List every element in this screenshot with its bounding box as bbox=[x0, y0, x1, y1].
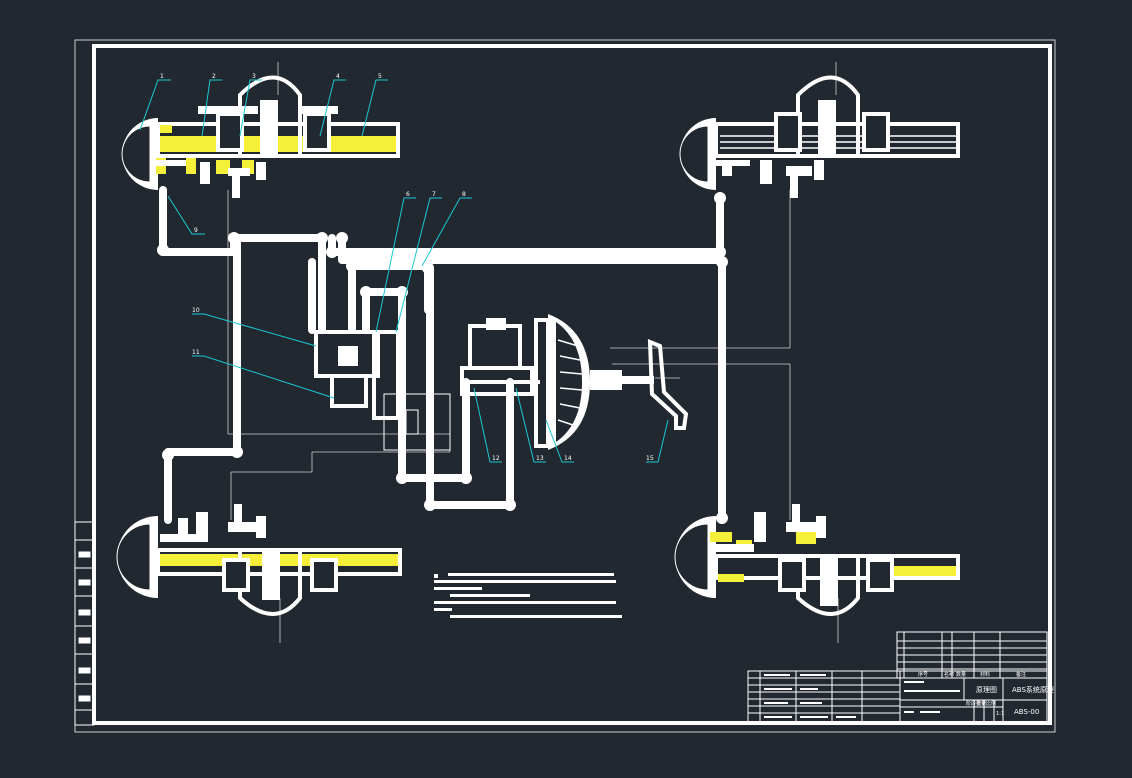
drawing-title: 原理图 bbox=[976, 686, 997, 694]
scale-row: 阶段标记 重量 比例 1:1 bbox=[966, 700, 1004, 717]
callout-2: 2 bbox=[212, 73, 216, 80]
callout-4: 4 bbox=[336, 73, 340, 80]
title-block-fills bbox=[764, 674, 960, 718]
wheel-assembly-front-right bbox=[679, 75, 960, 198]
project-name: ABS系统原理 bbox=[1012, 685, 1054, 694]
legend-col-4: 材料 bbox=[980, 671, 990, 678]
drawing-number: ABS-00 bbox=[1014, 708, 1039, 716]
callout-12: 12 bbox=[492, 455, 500, 462]
scale-label: 比例 bbox=[986, 700, 996, 707]
left-margin-strip bbox=[74, 521, 95, 726]
callout-13: 13 bbox=[536, 455, 544, 462]
callout-7: 7 bbox=[432, 191, 436, 198]
technical-notes bbox=[434, 573, 622, 618]
callout-15: 15 bbox=[646, 455, 654, 462]
brake-pedal bbox=[647, 338, 689, 430]
wheel-assembly-front-left bbox=[121, 75, 400, 198]
sensor-lines bbox=[383, 393, 451, 451]
callout-8: 8 bbox=[462, 191, 466, 198]
callout-9: 9 bbox=[194, 227, 198, 234]
outer-sheet-frame bbox=[74, 39, 1056, 733]
legend-col-1: 序号 bbox=[918, 671, 928, 678]
weight-label: 重量 bbox=[976, 700, 986, 707]
callout-11: 11 bbox=[192, 349, 200, 356]
legend-col-2: 名称 bbox=[944, 671, 954, 678]
vacuum-booster bbox=[534, 314, 654, 450]
parts-list-header: 序号 名称 数量 材料 备注 bbox=[918, 671, 1026, 678]
callout-14: 14 bbox=[564, 455, 572, 462]
callout-1: 1 bbox=[160, 73, 164, 80]
callout-3: 3 bbox=[252, 73, 256, 80]
brake-pipes bbox=[159, 186, 726, 524]
callout-5: 5 bbox=[378, 73, 382, 80]
inner-sheet-frame bbox=[92, 44, 1052, 725]
scale-value: 1:1 bbox=[996, 711, 1004, 717]
wheel-assembly-rear-left bbox=[116, 504, 402, 616]
callout-labels: 1 2 3 4 5 6 7 8 9 10 11 12 13 14 15 bbox=[160, 73, 654, 462]
wheel-assembly-rear-right bbox=[674, 504, 960, 616]
stage-mark-label: 阶段标记 bbox=[966, 700, 986, 707]
legend-col-3: 数量 bbox=[956, 671, 966, 678]
legend-col-5: 备注 bbox=[1016, 671, 1026, 678]
hydraulic-modulator bbox=[314, 330, 404, 420]
parts-list-table bbox=[896, 631, 1048, 679]
callout-10: 10 bbox=[192, 307, 200, 314]
callout-6: 6 bbox=[406, 191, 410, 198]
title-block-main bbox=[747, 670, 1048, 723]
callout-leaders bbox=[139, 79, 669, 463]
master-cylinder bbox=[460, 318, 540, 396]
